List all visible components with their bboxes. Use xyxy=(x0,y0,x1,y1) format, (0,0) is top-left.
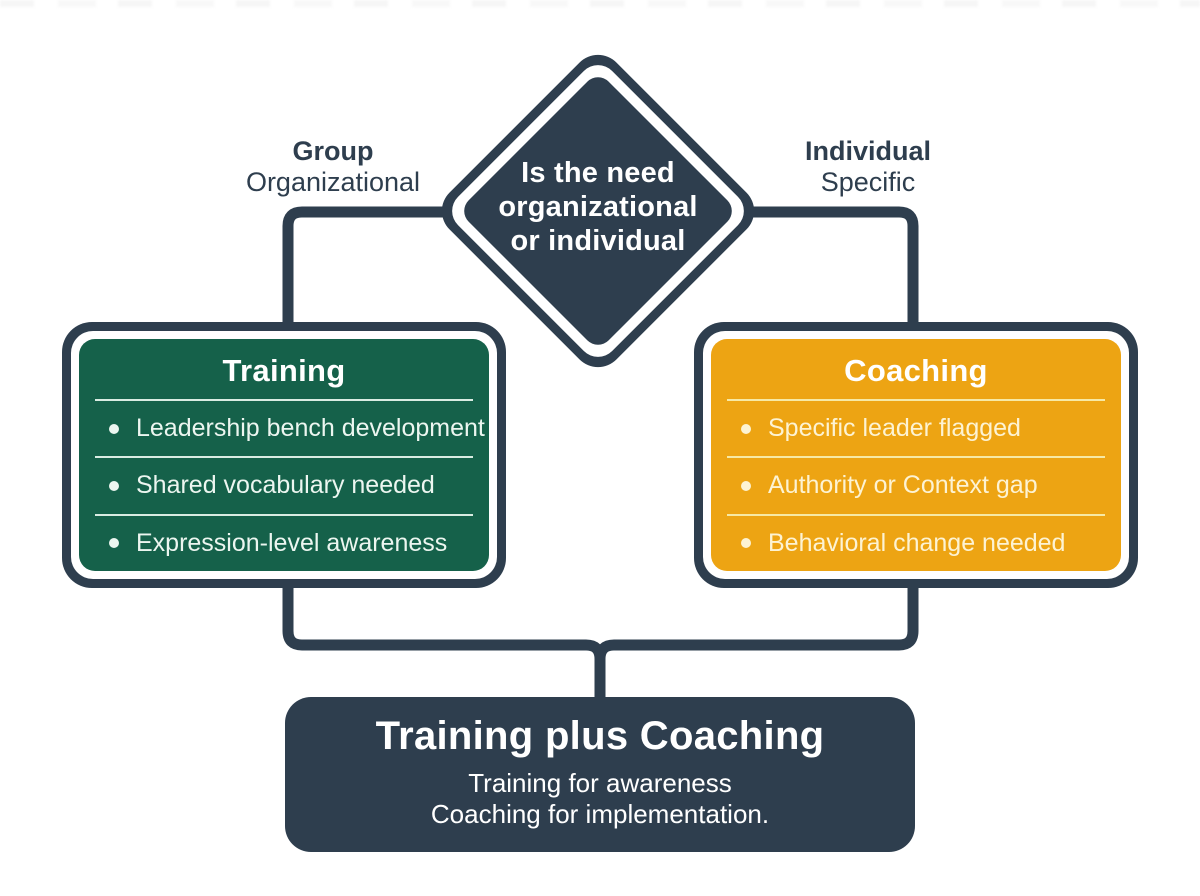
connector-left-bottom xyxy=(282,576,606,702)
coaching-item: Authority or Context gap xyxy=(711,458,1121,513)
decision-text-line: Is the need xyxy=(521,157,675,189)
result-subtitle-line: Training for awareness xyxy=(468,768,732,798)
decision-text-line: organizational xyxy=(498,191,698,223)
result-subtitle-line: Coaching for implementation. xyxy=(430,799,770,829)
connector-right-bottom xyxy=(594,576,919,702)
branch-label-group-subtitle: Organizational xyxy=(245,167,421,197)
separator xyxy=(95,399,473,401)
separator xyxy=(727,513,1105,516)
decision-text: Is the need organizational or individual xyxy=(448,156,748,258)
coaching-item-text: Authority or Context gap xyxy=(768,471,1038,500)
connector-right-top xyxy=(726,206,919,335)
result-box: Training plus Coaching Training for awar… xyxy=(285,697,915,852)
bullet-dot-icon xyxy=(741,538,751,549)
coaching-card-ring: Coaching Specific leader flagged Authori… xyxy=(703,331,1129,579)
decision-text-line: or individual xyxy=(510,225,686,257)
branch-label-individual-title: Individual xyxy=(804,136,931,166)
training-item: Shared vocabulary needed xyxy=(79,458,489,513)
training-card-title: Training xyxy=(222,353,346,388)
separator xyxy=(95,513,473,516)
coaching-item-text: Specific leader flagged xyxy=(768,414,1021,443)
training-item: Expression-level awareness xyxy=(79,516,489,571)
result-title: Training plus Coaching xyxy=(375,714,825,758)
separator xyxy=(95,456,473,459)
branch-label-individual-subtitle: Specific xyxy=(820,167,916,197)
branch-label-group: Group Organizational xyxy=(183,136,483,198)
training-item-text: Expression-level awareness xyxy=(136,528,448,557)
bullet-dot-icon xyxy=(109,538,119,549)
bullet-dot-icon xyxy=(741,423,751,434)
separator xyxy=(727,456,1105,459)
training-card-ring: Training Leadership bench development Sh… xyxy=(71,331,497,579)
coaching-card-title: Coaching xyxy=(844,353,988,388)
coaching-item-text: Behavioral change needed xyxy=(768,528,1066,557)
training-item-text: Shared vocabulary needed xyxy=(136,471,435,500)
training-card-body: Training Leadership bench development Sh… xyxy=(79,339,489,571)
coaching-item: Behavioral change needed xyxy=(711,516,1121,571)
training-card: Training Leadership bench development Sh… xyxy=(62,322,506,588)
coaching-card: Coaching Specific leader flagged Authori… xyxy=(694,322,1138,588)
branch-label-individual: Individual Specific xyxy=(718,136,1018,198)
coaching-card-body: Coaching Specific leader flagged Authori… xyxy=(711,339,1121,571)
training-item: Leadership bench development xyxy=(79,401,489,456)
connector-left-top xyxy=(282,206,470,335)
coaching-item: Specific leader flagged xyxy=(711,401,1121,456)
bullet-dot-icon xyxy=(109,423,119,434)
bullet-dot-icon xyxy=(741,480,751,491)
branch-label-group-title: Group xyxy=(292,136,374,166)
training-item-text: Leadership bench development xyxy=(136,414,485,443)
separator xyxy=(727,399,1105,401)
top-edge-artifact xyxy=(0,0,1200,7)
bullet-dot-icon xyxy=(109,480,119,491)
